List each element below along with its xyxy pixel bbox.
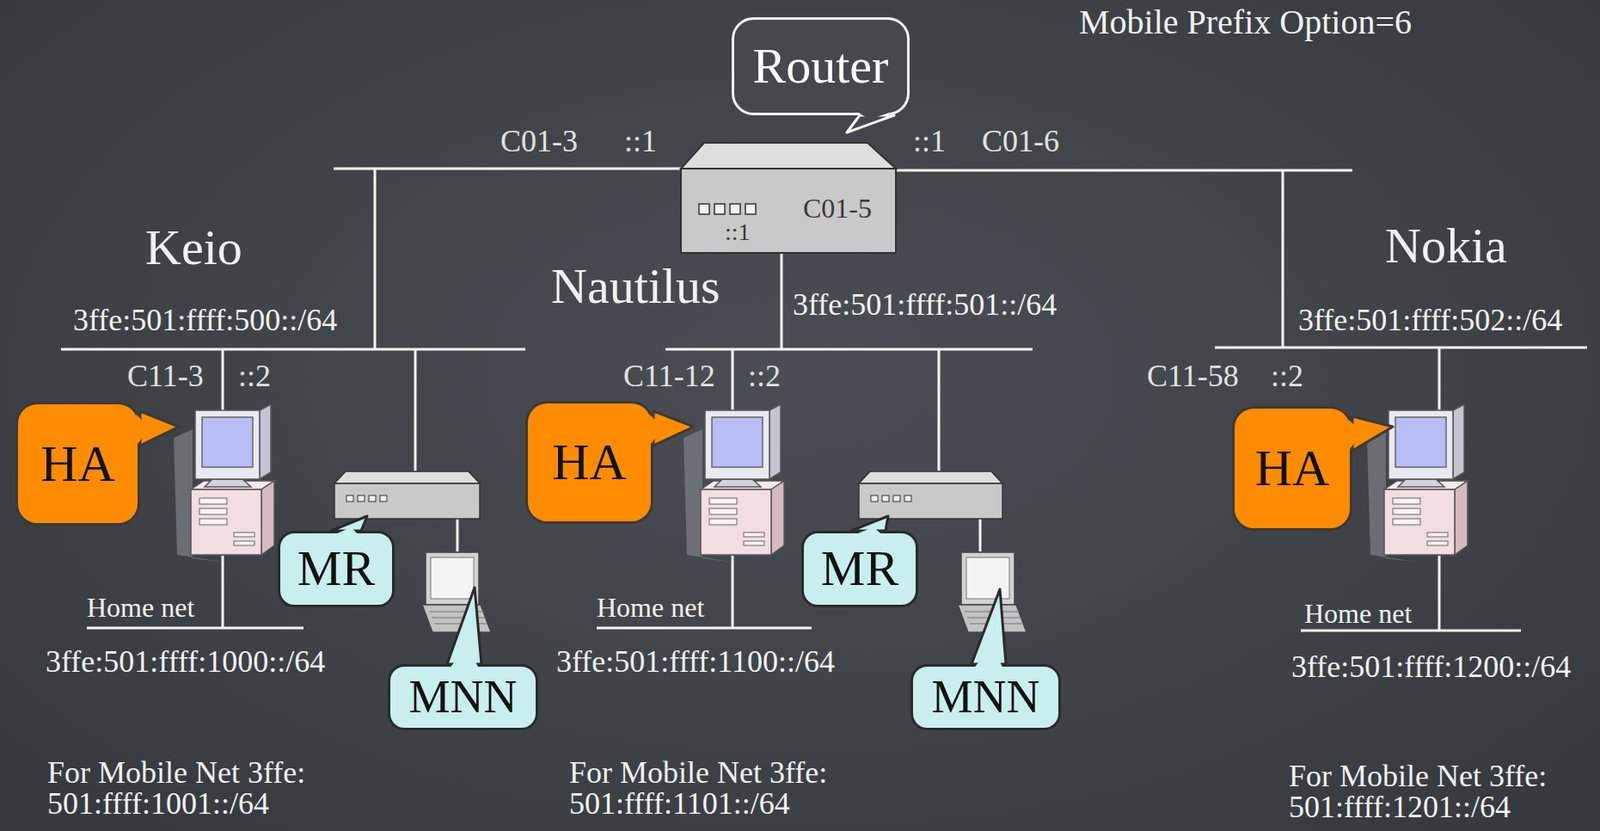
text-label: For Mobile Net 3ffe: 501:ffff:1101::/64: [569, 756, 858, 819]
label-text: 3ffe:501:ffff:500::/64: [73, 302, 338, 338]
label-text: ::1: [724, 218, 751, 246]
text-label: For Mobile Net 3ffe: 501:ffff:1201::/64: [1288, 760, 1577, 822]
text-label: 3ffe:501:ffff:1200::/64: [1291, 650, 1571, 682]
text-label: Home net: [1304, 599, 1412, 627]
callout-text: HA: [1255, 441, 1331, 496]
text-label: C01-6: [981, 125, 1060, 157]
text-label: ::1: [724, 220, 751, 245]
label-text: Nokia: [1385, 217, 1508, 274]
mobile-router-device: [334, 471, 1003, 519]
label-text: For Mobile Net 3ffe: 501:ffff:1001::/64: [47, 754, 306, 821]
text-label: ::2: [747, 360, 781, 392]
callout-text: MNN: [408, 672, 517, 722]
callout-bubble: HA: [15, 401, 141, 526]
callout-bubble: HA: [525, 400, 654, 524]
label-text: Nautilus: [551, 257, 721, 314]
text-label: C01-3: [500, 125, 578, 157]
label-text: C11-58: [1146, 358, 1239, 393]
text-label: 3ffe:501:ffff:1000::/64: [45, 645, 325, 677]
callout-text: MR: [821, 542, 899, 595]
label-text: ::1: [624, 123, 657, 159]
label-text: ::2: [238, 358, 271, 393]
router-device: [680, 142, 896, 253]
label-text: C01-5: [803, 192, 872, 224]
label-text: Home net: [86, 591, 195, 623]
text-label: Home net: [596, 593, 705, 621]
text-label: Mobile Prefix Option=6: [1078, 5, 1412, 40]
callout-bubble: MR: [801, 530, 919, 607]
text-label: C11-12: [623, 360, 716, 392]
callout-text: MR: [297, 542, 375, 595]
text-label: C11-3: [127, 360, 204, 392]
label-text: 3ffe:501:ffff:1000::/64: [45, 643, 325, 679]
text-label: ::2: [238, 360, 271, 392]
text-label: For Mobile Net 3ffe: 501:ffff:1001::/64: [47, 756, 336, 819]
callout-text: Router: [753, 40, 889, 93]
text-label: Keio: [145, 222, 243, 273]
text-label: Nautilus: [551, 261, 721, 312]
callout-text: HA: [40, 436, 116, 491]
text-label: 3ffe:501:ffff:1100::/64: [556, 645, 835, 677]
label-text: C01-6: [981, 123, 1060, 159]
label-text: ::1: [913, 123, 946, 159]
label-text: Home net: [596, 591, 705, 623]
callout-bubble: HA: [1232, 405, 1353, 531]
text-label: C11-58: [1146, 360, 1239, 392]
label-text: C01-3: [500, 123, 578, 159]
label-text: C11-3: [127, 358, 204, 393]
text-label: Home net: [86, 593, 195, 621]
label-text: For Mobile Net 3ffe: 501:ffff:1201::/64: [1288, 758, 1547, 824]
text-label: 3ffe:501:ffff:500::/64: [73, 304, 338, 336]
label-text: Keio: [145, 219, 243, 276]
label-text: ::2: [1270, 358, 1304, 393]
callout-text: MNN: [931, 672, 1040, 722]
text-label: C01-5: [803, 194, 872, 222]
text-label: 3ffe:501:ffff:502::/64: [1298, 304, 1563, 336]
label-text: Mobile Prefix Option=6: [1078, 2, 1412, 42]
text-label: Nokia: [1385, 220, 1508, 271]
label-text: 3ffe:501:ffff:501::/64: [792, 287, 1057, 322]
label-text: ::2: [747, 358, 781, 393]
text-label: ::1: [913, 125, 946, 157]
callout-bubble: Router: [731, 17, 910, 116]
label-text: For Mobile Net 3ffe: 501:ffff:1101::/64: [569, 754, 828, 821]
text-label: ::1: [624, 125, 657, 157]
label-text: Home net: [1304, 597, 1412, 629]
text-label: ::2: [1270, 360, 1304, 392]
callout-bubble: MNN: [387, 663, 539, 730]
label-text: 3ffe:501:ffff:1200::/64: [1291, 649, 1571, 684]
label-text: 3ffe:501:ffff:502::/64: [1298, 302, 1563, 338]
callout-text: HA: [551, 435, 627, 490]
label-text: C11-12: [623, 358, 716, 393]
label-text: 3ffe:501:ffff:1100::/64: [556, 643, 835, 679]
text-label: 3ffe:501:ffff:501::/64: [792, 288, 1057, 320]
callout-bubble: MNN: [910, 663, 1061, 730]
callout-bubble: MR: [277, 530, 395, 607]
